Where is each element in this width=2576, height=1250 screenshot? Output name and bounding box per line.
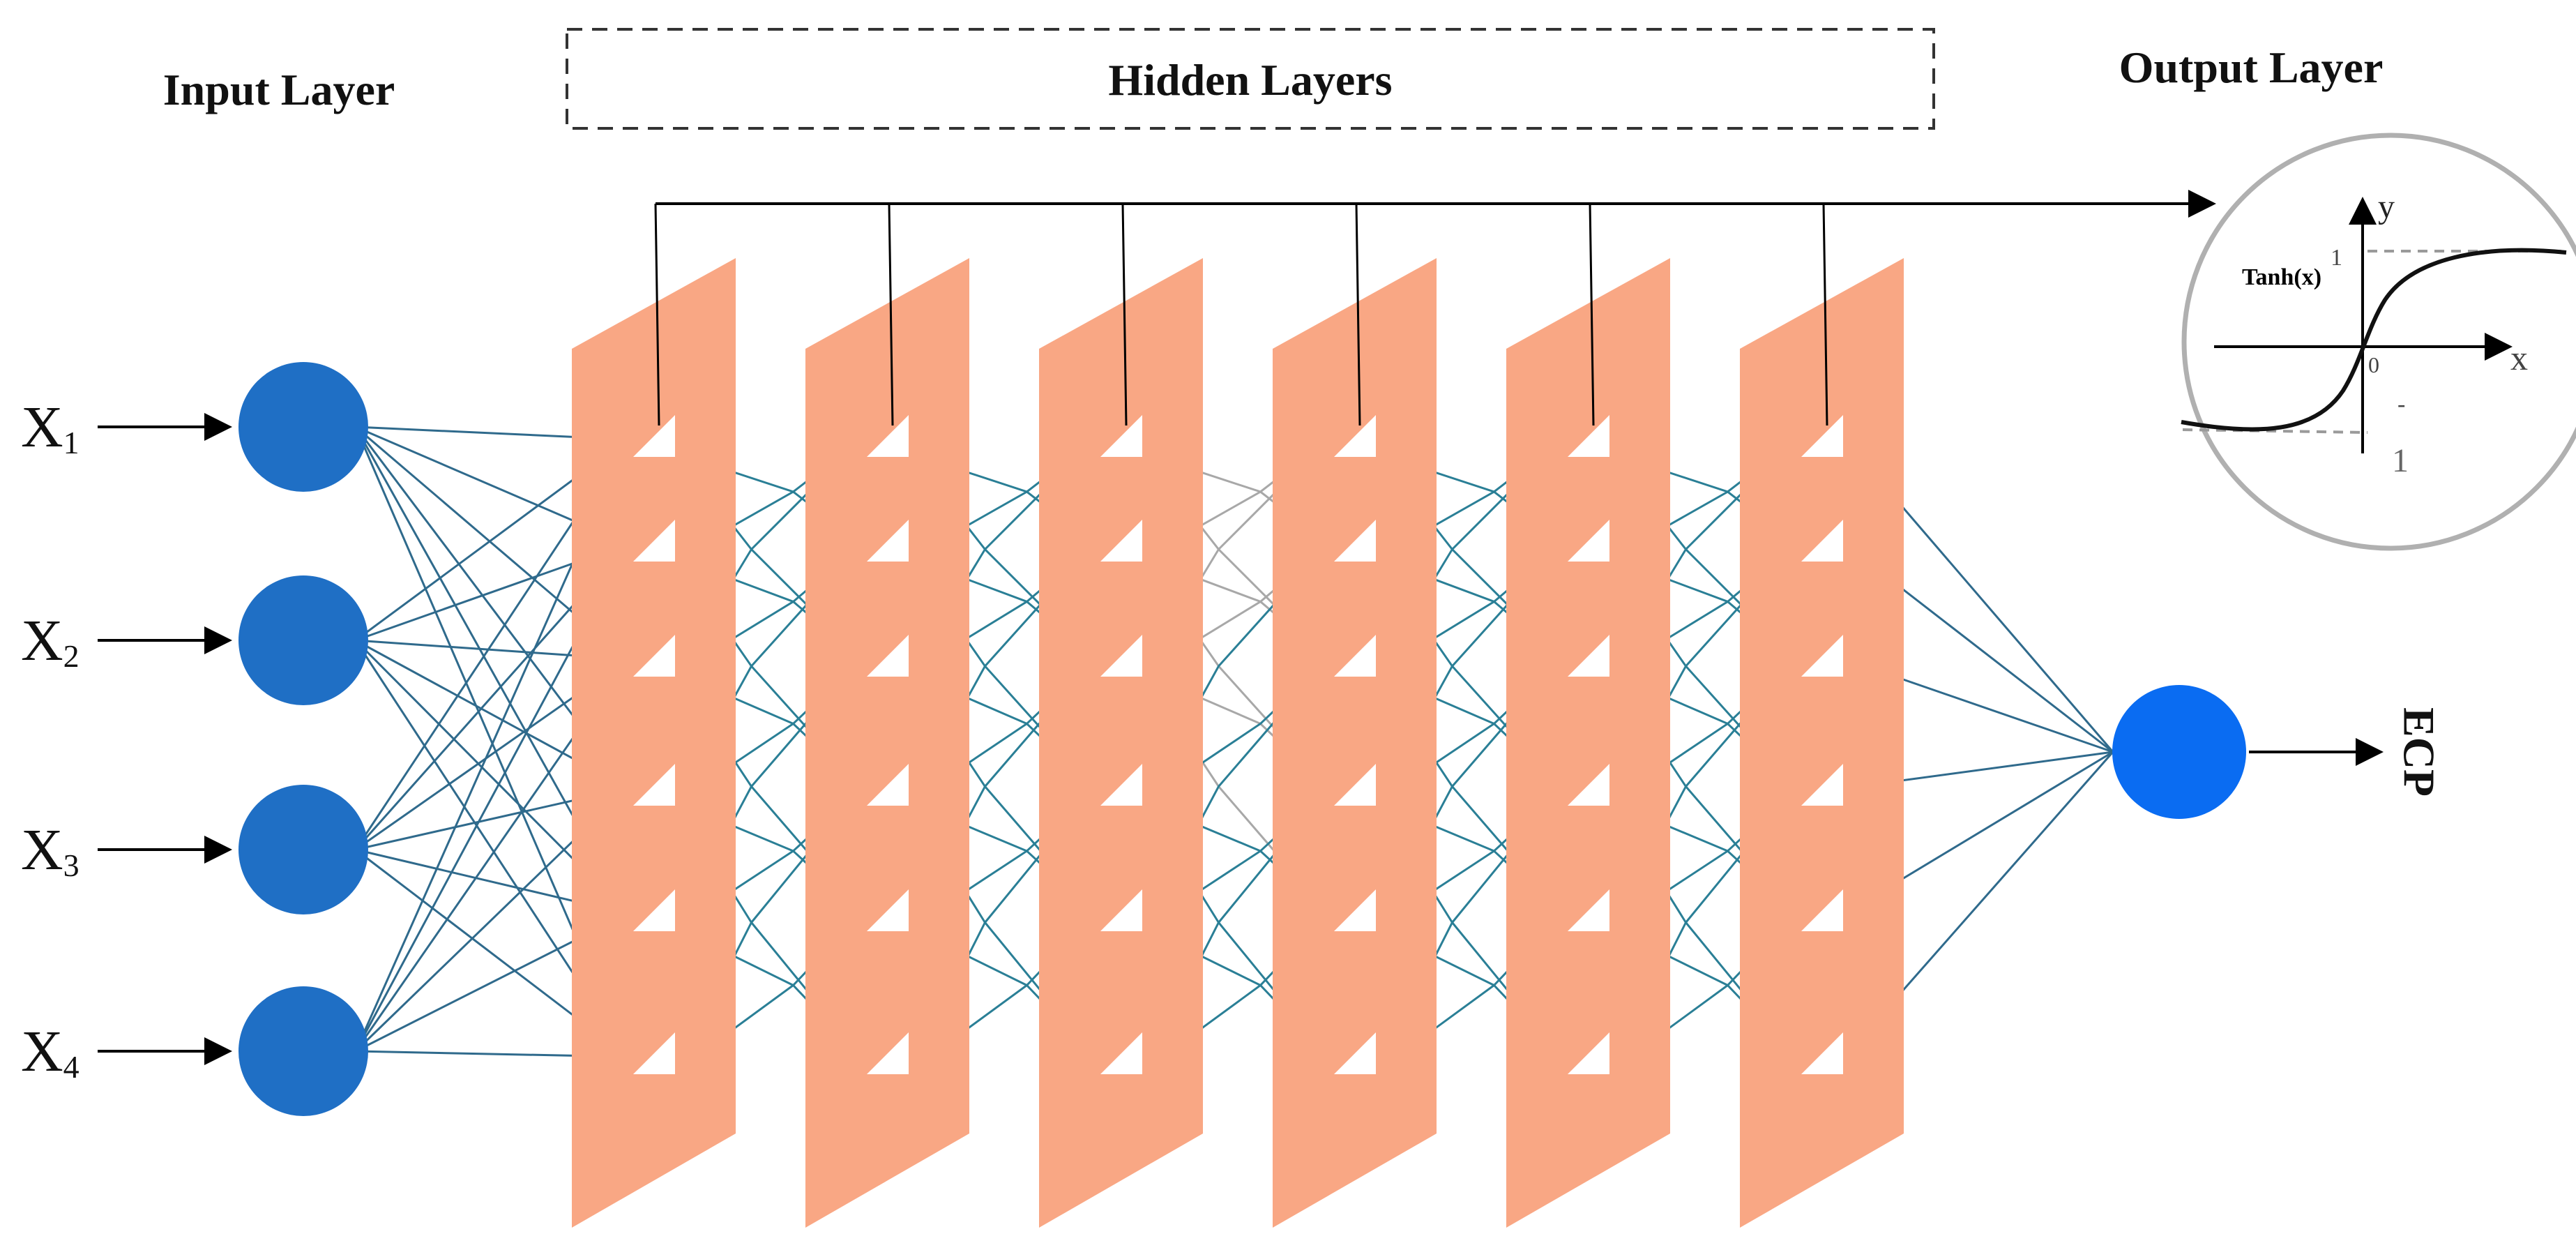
tick-bottom-label: 1 (2392, 442, 2409, 479)
output-label: ECP (2394, 707, 2444, 797)
hidden-neuron (1100, 415, 1142, 457)
origin-label: 0 (2368, 352, 2379, 377)
hidden-neurons (633, 415, 1843, 1074)
tick-bottom-sign: - (2397, 391, 2405, 417)
hidden-layer-panel (1740, 258, 1904, 1228)
activation-name: Tanh(x) (2242, 264, 2321, 290)
input-subscript: 4 (63, 1049, 79, 1085)
bus-drop-line (1822, 203, 1828, 426)
hidden-neuron (1100, 764, 1142, 806)
x-axis-label: x (2510, 338, 2528, 377)
hidden-neuron (1801, 520, 1843, 562)
hidden-neuron (1568, 764, 1609, 806)
hidden-neuron (867, 764, 909, 806)
hidden-neuron (1100, 1032, 1142, 1074)
input-layer-title: Input Layer (163, 65, 395, 114)
input-node (238, 986, 368, 1116)
input-node (238, 575, 368, 705)
output-bus (654, 190, 2216, 426)
hidden-layer-panels (572, 258, 1904, 1228)
hidden-neuron (867, 415, 909, 457)
input-symbol: X (21, 395, 63, 460)
hidden-neuron (867, 1032, 909, 1074)
hidden-neuron (633, 415, 675, 457)
hidden-neuron (1334, 764, 1376, 806)
hidden-neuron (1100, 889, 1142, 931)
input-symbol: X (21, 608, 63, 673)
hidden-neuron (1334, 415, 1376, 457)
hidden-neuron (633, 1032, 675, 1074)
hidden-neuron (1568, 1032, 1609, 1074)
hidden-layer-panel (1506, 258, 1670, 1228)
y-axis-label: y (2378, 188, 2395, 225)
hidden-neuron (1334, 635, 1376, 677)
hidden-neuron (1801, 764, 1843, 806)
hidden-neuron (1100, 520, 1142, 562)
hidden-neuron (1568, 520, 1609, 562)
hidden-layer-panel (805, 258, 969, 1228)
input-symbol: X (21, 1019, 63, 1084)
input-subscript: 1 (63, 425, 79, 460)
hidden-neuron (867, 889, 909, 931)
input-label: X2 (21, 608, 79, 674)
hidden-neuron (1568, 635, 1609, 677)
hidden-layers-dashed-box (566, 28, 1935, 130)
hidden-neuron (867, 520, 909, 562)
bus-drop-line (1355, 203, 1361, 426)
input-subscript: 2 (63, 638, 79, 674)
hidden-layer-panel (1039, 258, 1203, 1228)
bus-drop-line (888, 203, 894, 426)
bus-drop-line (1121, 203, 1128, 426)
hidden-neuron (1801, 415, 1843, 457)
hidden-neuron (1334, 889, 1376, 931)
input-node (238, 785, 368, 914)
input-subscript: 3 (63, 848, 79, 883)
hidden-neuron (1568, 415, 1609, 457)
input-node (238, 362, 368, 492)
hidden-neuron (1334, 520, 1376, 562)
hidden-neuron (1801, 1032, 1843, 1074)
bus-drop-line (654, 203, 660, 426)
hidden-neuron (633, 520, 675, 562)
hidden-neuron (1568, 889, 1609, 931)
tick-top-label: 1 (2331, 245, 2342, 271)
output-node (2112, 685, 2246, 819)
lower-asymptote (2182, 428, 2368, 434)
activation-circle (2181, 133, 2576, 551)
output-layer-title: Output Layer (2119, 43, 2384, 92)
hidden-neuron (1801, 635, 1843, 677)
bus-drop-line (1589, 203, 1595, 426)
hidden-neuron (633, 889, 675, 931)
tanh-curve (2181, 248, 2567, 432)
hidden-layer-panel (1273, 258, 1437, 1228)
input-label: X4 (21, 1019, 79, 1085)
input-symbol: X (21, 818, 63, 882)
activation-inset: Tanh(x) y x 1 0 - 1 (2181, 133, 2576, 551)
hidden-neuron (1100, 635, 1142, 677)
hidden-neuron (633, 635, 675, 677)
hidden-neuron (867, 635, 909, 677)
input-label: X1 (21, 395, 79, 460)
hidden-layer-panel (572, 258, 736, 1228)
hidden-layers-title: Hidden Layers (1108, 55, 1392, 105)
input-label: X3 (21, 818, 79, 883)
hidden-neuron (633, 764, 675, 806)
hidden-neuron (1334, 1032, 1376, 1074)
hidden-neuron (1801, 889, 1843, 931)
